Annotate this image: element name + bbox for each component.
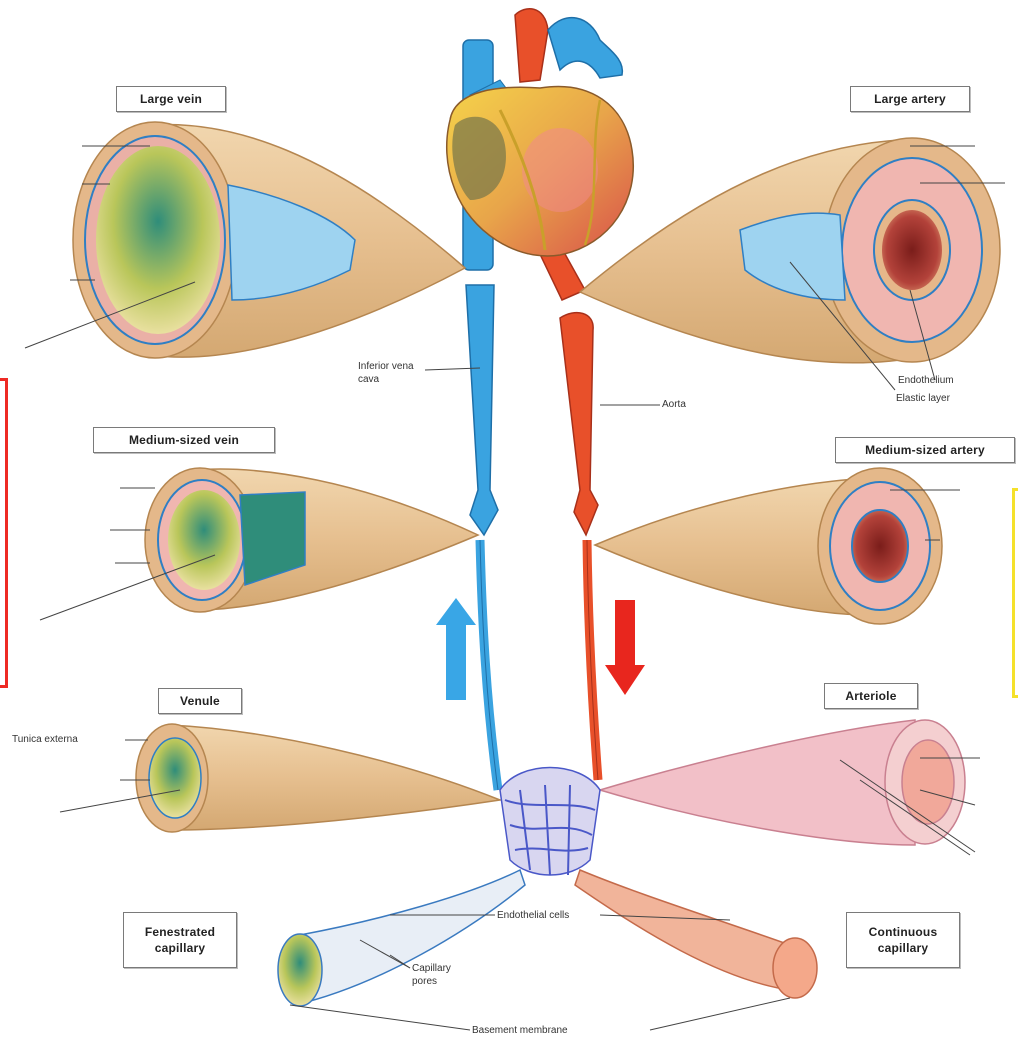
continuous-capillary-label: Continuous capillary	[846, 912, 960, 968]
venous-flow-arrow	[436, 598, 476, 700]
elastic-layer-label: Elastic layer	[896, 392, 950, 405]
fenestrated-capillary-illustration	[278, 870, 525, 1006]
large-vein-illustration	[73, 122, 465, 358]
arteriole-label: Arteriole	[824, 683, 918, 709]
continuous-capillary-illustration	[575, 870, 817, 998]
capillary-pores-label: Capillary pores	[412, 962, 472, 988]
red-bracket-marker	[0, 378, 8, 688]
large-artery-label: Large artery	[850, 86, 970, 112]
medium-artery-illustration	[595, 468, 942, 624]
aorta-label: Aorta	[662, 398, 686, 411]
large-artery-illustration	[580, 138, 1000, 363]
aorta-trunk	[538, 245, 598, 780]
large-vein-label: Large vein	[116, 86, 226, 112]
medium-artery-label: Medium-sized artery	[835, 437, 1015, 463]
arteriole-illustration	[600, 720, 965, 845]
yellow-bracket-marker	[1012, 488, 1018, 698]
inferior-vena-cava-label: Inferior vena cava	[358, 360, 424, 386]
venule-label: Venule	[158, 688, 242, 714]
endothelial-cells-label: Endothelial cells	[497, 909, 569, 922]
fenestrated-capillary-label: Fenestrated capillary	[123, 912, 237, 968]
capillary-bed-illustration	[500, 768, 600, 876]
basement-membrane-label: Basement membrane	[472, 1024, 568, 1037]
medium-vein-illustration	[145, 468, 478, 612]
venule-illustration	[136, 724, 500, 832]
endothelium-label: Endothelium	[898, 374, 954, 387]
arterial-flow-arrow	[605, 600, 645, 695]
tunica-externa-label: Tunica externa	[12, 733, 78, 746]
medium-vein-label: Medium-sized vein	[93, 427, 275, 453]
